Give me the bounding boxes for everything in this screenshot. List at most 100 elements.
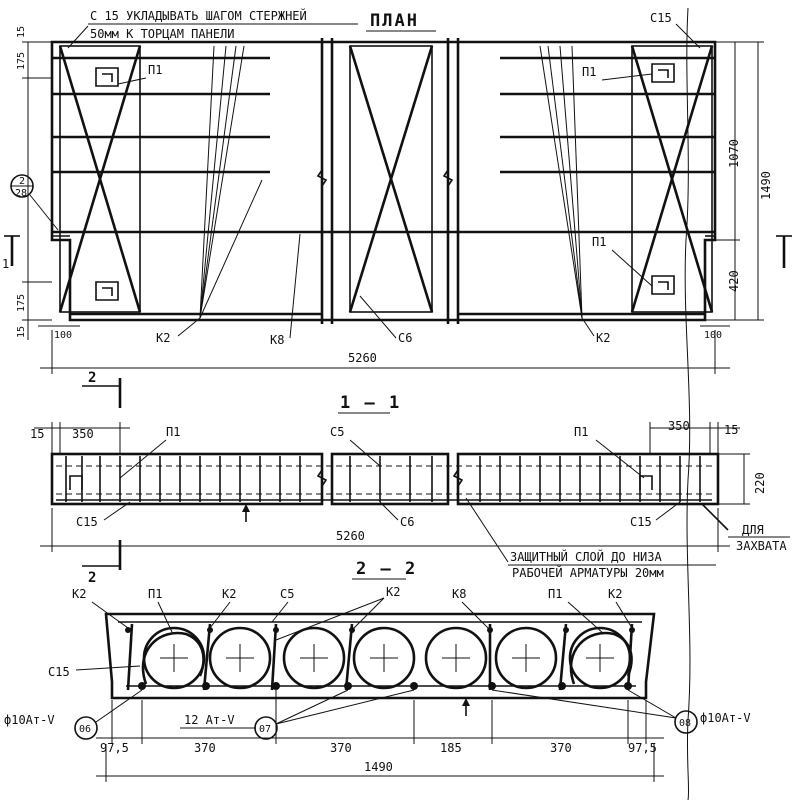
plan-view: П1 П1 П1 С15 К2 К8 С6 К2 2 28 1 xyxy=(2,11,792,347)
plan-dim-175b: 175 xyxy=(16,294,27,312)
section-2-title: 2 – 2 xyxy=(356,559,417,579)
s2-void-5 xyxy=(424,626,488,690)
plan-leader-k8 xyxy=(289,233,301,339)
plan-dim-1070: 1070 xyxy=(727,139,741,168)
section-1-title: 1 – 1 xyxy=(340,393,401,413)
s2-void-6 xyxy=(494,626,558,690)
plan-fan-lines xyxy=(199,45,583,319)
section-2-view: К2 П1 К2 С5 К2 К8 П1 К2 С15 ф10Ат-V 06 1… xyxy=(4,585,751,740)
plan-break-zig-2 xyxy=(442,169,454,187)
s1-dim-350-right: 350 xyxy=(668,419,690,433)
plan-leader-p1-tr xyxy=(601,73,653,81)
s1-label-p1-right: П1 xyxy=(574,425,588,439)
s2-leader-08a xyxy=(627,689,677,719)
plan-label-c6: С6 xyxy=(398,331,412,345)
c15-note-line2: 50мм К ТОРЦАМ ПАНЕЛИ xyxy=(90,27,235,41)
s2-label-k2-m: К2 xyxy=(222,587,236,601)
plan-dim-175a: 175 xyxy=(16,52,27,70)
s2-mark-07: 07 xyxy=(259,724,271,735)
plan-leader-c15-right xyxy=(675,23,701,49)
plan-leader-p1-br xyxy=(611,249,653,287)
s2-dim-370-c: 370 xyxy=(550,741,572,755)
s2-void-2 xyxy=(208,626,272,690)
s2-bar-mid: 12 Ат-V xyxy=(184,713,235,727)
s1-leader-c6 xyxy=(379,501,399,521)
s1-label-c6: С6 xyxy=(400,515,414,529)
s1-leader-c15-right xyxy=(655,501,681,521)
s2-dim-975-left: 97,5 xyxy=(100,741,129,755)
s2-mark-06: 06 xyxy=(79,724,91,735)
s2-mark-07-circle xyxy=(254,716,278,740)
s2-label-k2-rr: К2 xyxy=(608,587,622,601)
s2-p1-hook-left xyxy=(141,631,205,685)
plan-p1-loop-br xyxy=(651,275,675,295)
node-ref-bottom: 28 xyxy=(15,188,27,199)
plan-label-k2-left: К2 xyxy=(156,331,170,345)
plan-leader-c6 xyxy=(359,295,397,339)
s2-p1-hook-right xyxy=(569,631,633,685)
s1-stirrups xyxy=(65,456,701,502)
s2-mark-08: 08 xyxy=(679,718,691,729)
plan-dim-1490: 1490 xyxy=(759,171,773,200)
s1-dim-5260: 5260 xyxy=(336,529,365,543)
s1-dim-220: 220 xyxy=(753,472,767,494)
s2-leader-k2-r2 xyxy=(351,597,385,631)
s2-leader-c15 xyxy=(75,665,141,671)
s2-label-c5: С5 xyxy=(280,587,294,601)
plan-x-frames xyxy=(58,45,714,313)
s2-dim-185: 185 xyxy=(440,741,462,755)
s1-dim-15-left: 15 xyxy=(30,427,44,441)
s2-label-c15: С15 xyxy=(48,665,70,679)
s2-dim-370-a: 370 xyxy=(194,741,216,755)
s2-bar-right: ф10Ат-V xyxy=(700,711,751,725)
section-1-view: П1 С5 П1 С15 С6 С15 xyxy=(50,425,720,529)
s1-lift-arrowhead xyxy=(242,504,250,512)
section-1-dimensions: 15 350 350 15 220 5260 xyxy=(30,419,767,552)
section-2-dimensions: 97,5 370 370 185 370 97,5 1490 xyxy=(96,700,664,782)
plan-p1-loop-bl xyxy=(95,281,119,301)
s2-outline xyxy=(104,612,656,700)
s2-label-k2-r: К2 xyxy=(386,585,400,599)
plan-label-k2-right: К2 xyxy=(596,331,610,345)
plan-p1-loop-tl xyxy=(95,67,119,87)
node-ref-top: 2 xyxy=(19,176,25,187)
cover-note-line1: ЗАЩИТНЫЙ СЛОЙ ДО НИЗА xyxy=(510,549,662,564)
plan-leader-k2-left xyxy=(177,317,201,337)
grip-note-line2: ЗАХВАТА xyxy=(736,539,787,553)
plan-leader-p1-tl xyxy=(117,77,147,85)
s1-zig-left xyxy=(316,469,328,487)
s1-leader-c15-left xyxy=(103,501,131,521)
s2-leader-08b xyxy=(491,689,677,719)
s1-label-p1-left: П1 xyxy=(166,425,180,439)
s2-label-k8: К8 xyxy=(452,587,466,601)
s2-k2-frames xyxy=(126,623,634,691)
s2-dim-370-b: 370 xyxy=(330,741,352,755)
s2-void-4 xyxy=(352,626,416,690)
cut-2-bottom-label: 2 xyxy=(88,570,96,586)
s2-label-k2-l: К2 xyxy=(72,587,86,601)
cut-1-left-label: 1 xyxy=(2,257,9,271)
plan-p1-loop-tr xyxy=(651,63,675,83)
s2-leader-k2-r1 xyxy=(275,597,385,641)
plan-title: ПЛАН xyxy=(370,11,419,31)
s2-label-p1-r: П1 xyxy=(548,587,562,601)
plan-dim-100-left: 100 xyxy=(54,330,72,341)
s2-leader-k2-m xyxy=(209,601,231,629)
s2-lift-arrowhead xyxy=(462,698,470,706)
s1-leader-p1-right xyxy=(595,439,645,479)
cover-note-leader xyxy=(465,497,509,563)
plan-label-p1-tl: П1 xyxy=(148,63,162,77)
s1-label-c5: С5 xyxy=(330,425,344,439)
plan-label-p1-br: П1 xyxy=(592,235,606,249)
s1-p1-loop-right xyxy=(639,475,653,490)
s1-body-mid xyxy=(330,452,450,506)
c15-note-leader xyxy=(67,25,89,49)
s2-leader-p1-l xyxy=(157,601,173,633)
s2-leader-k8 xyxy=(461,601,491,631)
s1-body-left xyxy=(50,452,324,506)
plan-leader-k2-right xyxy=(581,317,595,337)
grip-arrow xyxy=(701,503,729,531)
c15-note-line1: С 15 УКЛАДЫВАТЬ ШАГОМ СТЕРЖНЕЙ xyxy=(90,8,307,23)
s1-dim-350-left: 350 xyxy=(72,427,94,441)
